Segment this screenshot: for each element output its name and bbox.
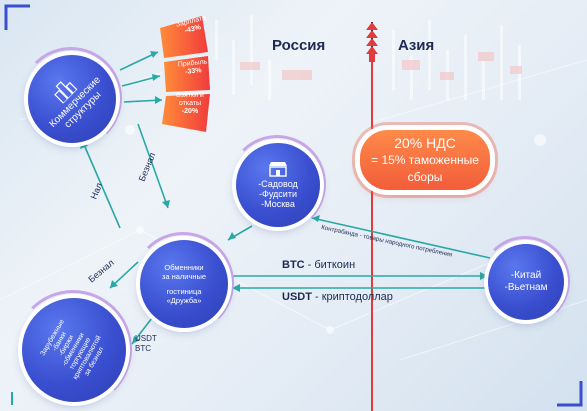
market-line-2: -Фудсити [259,189,297,199]
exchangers-ring [132,232,234,334]
bar-bribes [162,94,210,132]
foreign-ring [14,290,132,408]
label-usdt-btc: USDT BTC [135,334,157,354]
vat-line-3: сборы [407,169,443,184]
foreign-exchanges-node: Зарубежные -банки -биржи -обменники торг… [22,298,126,402]
asia-line-1: -Китай [510,270,542,281]
buildings-icon [54,81,78,105]
commercial-ring [20,47,122,149]
commercial-structures-node: Коммерческие структуры [28,55,116,143]
vat-line-2: = 15% таможенные [371,152,479,167]
exchanger-line-1: Обменники [164,263,204,272]
crypto-usdt: USDT - криптодоллар [282,291,393,303]
markets-node: -Садовод -Фудсити -Москва [236,143,320,227]
exchangers-node: Обменники за наличные гостиница «Дружба» [140,240,228,328]
vat-customs-pill: 20% НДС = 15% таможенные сборы [360,130,490,190]
btc-name: - биткоин [304,259,356,271]
usdt-name: - криптодоллар [311,291,393,303]
crypto-btc: BTC - биткоин [282,259,355,271]
markets-ring [228,135,326,233]
bar-salary [160,16,208,58]
exchanger-line-5: «Дружба» [166,296,202,305]
btc-code: BTC [282,259,305,271]
bar-bribes-value: -20% [181,108,199,115]
label-btc: BTC [135,344,151,353]
asia-node: -Китай -Вьетнам [488,244,564,320]
market-line-1: -Садовод [258,179,298,189]
usdt-code: USDT [282,291,312,303]
market-line-3: -Москва [261,199,295,209]
region-asia: Азия [398,37,435,54]
asia-line-2: -Вьетнам [504,282,548,293]
shop-icon [268,162,287,177]
exchanger-line-2: за наличные [161,272,207,281]
bar-bribes-text: Взятки и откаты -20% [168,92,212,116]
label-usdt: USDT [135,334,157,343]
region-russia: Россия [272,37,326,54]
exchanger-line-4: гостиница [166,287,202,296]
expense-fan [160,16,210,132]
asia-ring [480,236,570,326]
vat-line-1: 20% НДС [394,134,456,151]
bar-profit [164,56,210,92]
bar-bribes-title: Взятки и откаты [176,92,204,107]
